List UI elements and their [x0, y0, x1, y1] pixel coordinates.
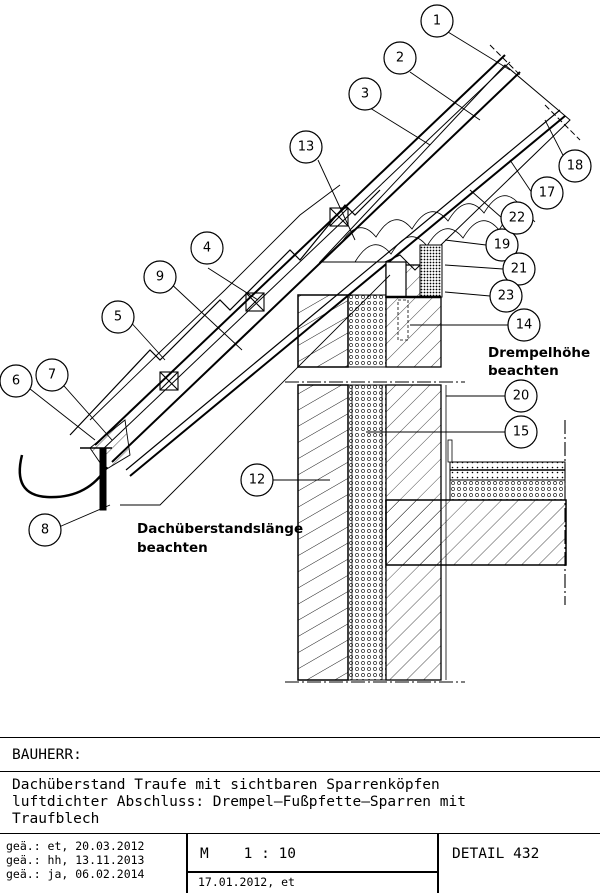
svg-text:4: 4: [203, 241, 211, 256]
leader-lines: [24, 31, 569, 531]
callout-17: 17: [530, 176, 564, 210]
svg-text:1: 1: [433, 14, 441, 29]
revision-1: geä.: et, 20.03.2012: [6, 839, 145, 853]
note-overhang-length: Dachüberstandslänge: [137, 521, 303, 537]
detail-number: DETAIL 432: [452, 846, 540, 862]
svg-text:19: 19: [494, 238, 511, 253]
scale: M 1 : 10: [200, 846, 297, 862]
floor-slab: [385, 439, 567, 566]
description-line-2: luftdichter Abschluss: Drempel–Fußpfette…: [12, 794, 466, 810]
callout-15: 15: [504, 415, 538, 449]
revision-3: geä.: ja, 06.02.2014: [6, 867, 145, 881]
svg-text:7: 7: [48, 368, 56, 383]
note-knee-wall-height: Drempelhöhe: [488, 345, 590, 361]
revision-2: geä.: hh, 13.11.2013: [6, 853, 145, 867]
callout-13: 13: [289, 130, 323, 164]
roof-layers: [18, 44, 581, 511]
callout-1: 1: [420, 4, 454, 38]
description-row: Dachüberstand Traufe mit sichtbaren Spar…: [0, 772, 600, 834]
callout-18: 18: [558, 149, 592, 183]
svg-text:8: 8: [41, 523, 49, 538]
svg-text:15: 15: [513, 425, 530, 440]
callout-14: 14: [507, 308, 541, 342]
svg-text:14: 14: [516, 318, 533, 333]
svg-text:6: 6: [12, 374, 20, 389]
callout-4: 4: [190, 231, 224, 265]
created-date: 17.01.2012, et: [198, 875, 295, 889]
svg-text:18: 18: [567, 159, 584, 174]
callout-8: 8: [28, 513, 62, 547]
svg-text:3: 3: [361, 87, 369, 102]
client-label: BAUHERR:: [12, 747, 82, 763]
callout-6: 6: [0, 364, 33, 398]
description-line-3: Traufblech: [12, 811, 100, 827]
svg-text:17: 17: [539, 186, 556, 201]
construction-detail-drawing: 1 2 3 4 5 6 7 8 9 12 13 14 15 17 18 19 2…: [0, 4, 592, 683]
client-row: BAUHERR:: [0, 738, 600, 772]
divider: [186, 834, 188, 893]
svg-text:13: 13: [298, 140, 315, 155]
divider: [186, 871, 438, 873]
knee-wall: [297, 244, 443, 368]
svg-text:5: 5: [114, 310, 122, 325]
svg-text:21: 21: [511, 262, 528, 277]
svg-text:23: 23: [498, 289, 515, 304]
note-overhang-check: beachten: [137, 540, 208, 556]
title-block: BAUHERR: Dachüberstand Traufe mit sichtb…: [0, 737, 600, 893]
callout-3: 3: [348, 77, 382, 111]
info-row: geä.: et, 20.03.2012 geä.: hh, 13.11.201…: [0, 834, 600, 893]
callout-2: 2: [383, 41, 417, 75]
svg-text:20: 20: [513, 389, 530, 404]
svg-text:22: 22: [509, 211, 526, 226]
callout-23: 23: [489, 279, 523, 313]
description-line-1: Dachüberstand Traufe mit sichtbaren Spar…: [12, 777, 440, 793]
svg-text:2: 2: [396, 51, 404, 66]
callout-9: 9: [143, 260, 177, 294]
callout-7: 7: [35, 358, 69, 392]
callouts: 1 2 3 4 5 6 7 8 9 12 13 14 15 17 18 19 2…: [0, 4, 592, 547]
callout-21: 21: [502, 252, 536, 286]
callout-5: 5: [101, 300, 135, 334]
note-knee-wall-check: beachten: [488, 363, 559, 379]
divider: [437, 834, 439, 893]
svg-text:12: 12: [249, 473, 266, 488]
callout-12: 12: [240, 463, 274, 497]
callout-19: 19: [485, 228, 519, 262]
callout-20: 20: [504, 379, 538, 413]
callout-22: 22: [500, 201, 534, 235]
svg-text:9: 9: [156, 270, 164, 285]
